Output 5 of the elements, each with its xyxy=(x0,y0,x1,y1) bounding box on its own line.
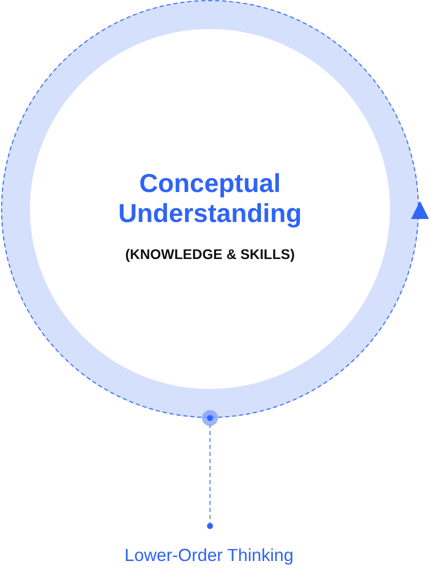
node-label: Lower-Order Thinking xyxy=(124,526,294,565)
ring-node xyxy=(1,0,419,418)
leader-line xyxy=(202,410,218,529)
node-subtitle: (KNOWLEDGE & SKILLS) xyxy=(125,245,295,263)
node-title: Conceptual Understanding xyxy=(117,168,303,228)
